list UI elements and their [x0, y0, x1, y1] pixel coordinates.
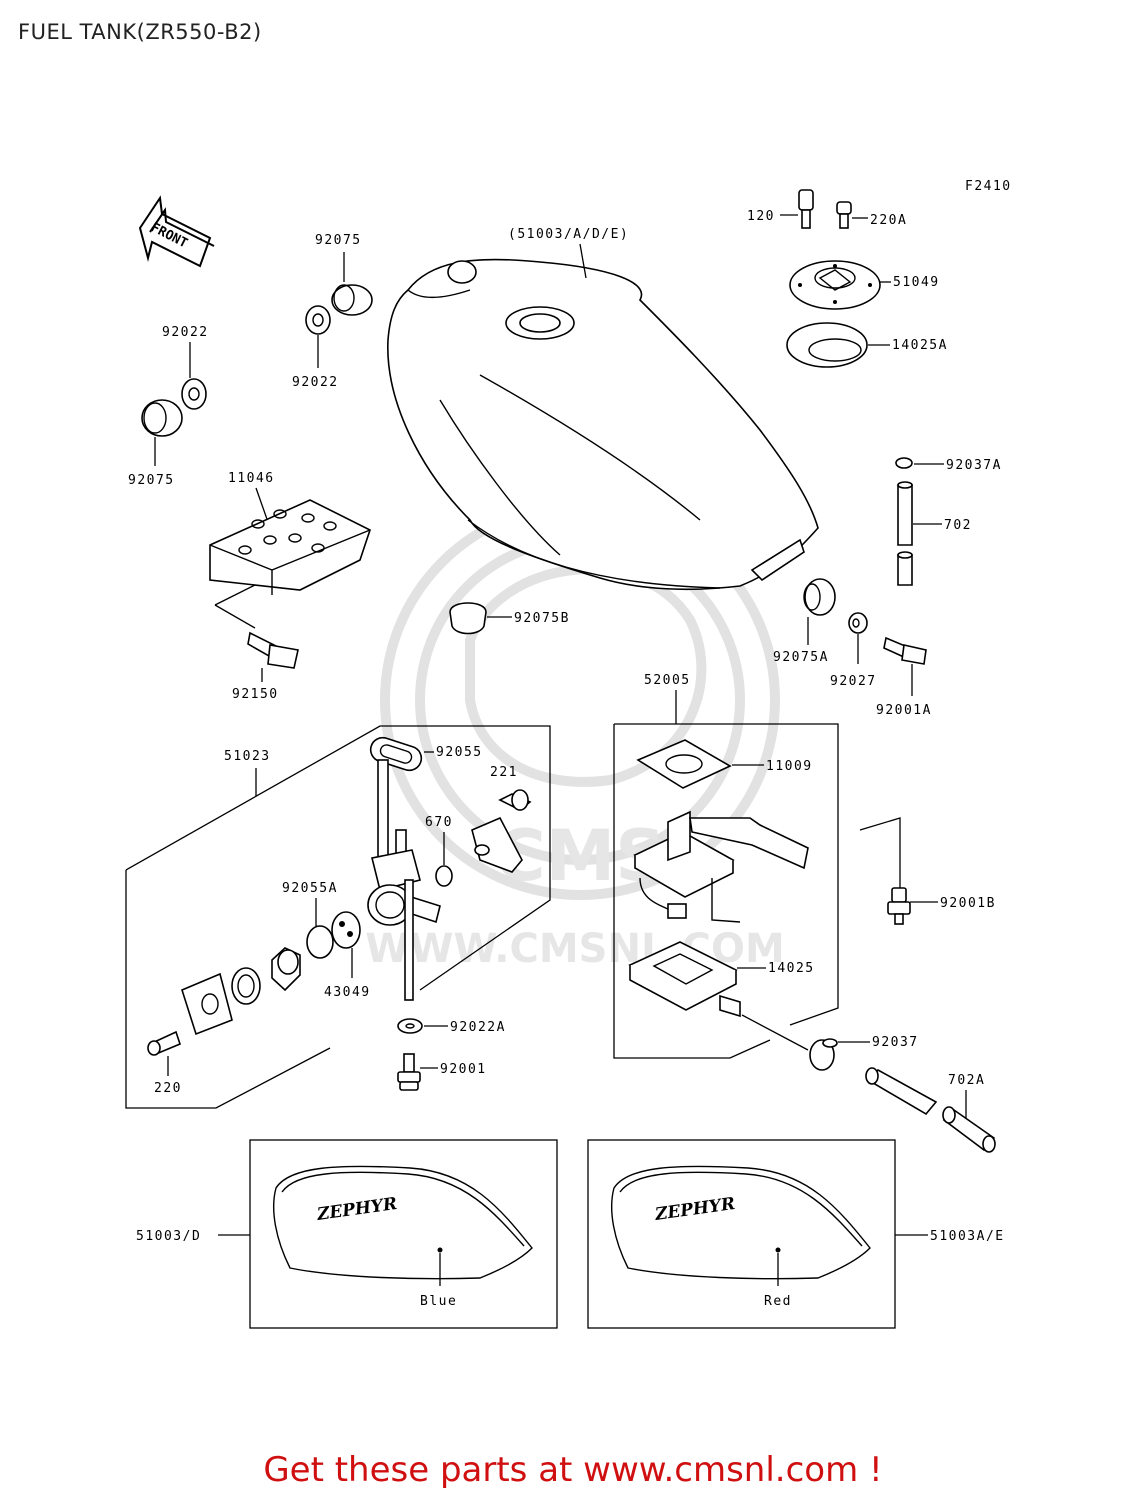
- grommet-92075-left: [141, 399, 183, 437]
- label-51003ade: (51003/A/D/E): [508, 227, 629, 242]
- promo-link[interactable]: Get these parts at www.cmsnl.com !: [263, 1450, 883, 1490]
- grommet-92075A: [803, 578, 836, 616]
- label-220: 220: [154, 1081, 182, 1096]
- hose-702: [897, 481, 913, 586]
- spring-washer: [231, 967, 261, 1005]
- plug-92075B: [449, 602, 487, 635]
- seal-43049: [331, 911, 361, 949]
- label-51023: 51023: [224, 749, 271, 764]
- variant-panel-blue: ZEPHYR Blue: [249, 1139, 558, 1329]
- label-52005: 52005: [644, 673, 691, 688]
- tank-logo-red: ZEPHYR: [653, 1194, 736, 1225]
- base-14025: [628, 941, 741, 1018]
- variant-color-blue: Blue: [420, 1294, 457, 1309]
- label-11009: 11009: [766, 759, 813, 774]
- cover-670: [471, 816, 523, 873]
- label-92037: 92037: [872, 1035, 919, 1050]
- label-11046: 11046: [228, 471, 275, 486]
- fuel-sensor: [633, 810, 809, 923]
- tank-logo-blue: ZEPHYR: [315, 1194, 398, 1225]
- petcock-body: [367, 759, 441, 1001]
- clip-92037: [809, 1038, 838, 1071]
- label-702A: 702A: [948, 1073, 985, 1088]
- label-92022A: 92022A: [450, 1020, 506, 1035]
- variant-color-red: Red: [764, 1294, 792, 1309]
- label-92055: 92055: [436, 745, 483, 760]
- label-92150: 92150: [232, 687, 279, 702]
- bolt-92001A: [883, 636, 927, 665]
- bolt-92150: [247, 631, 299, 669]
- label-14025: 14025: [768, 961, 815, 976]
- front-arrow-icon: FRONT: [138, 195, 215, 268]
- gasket-11009: [636, 739, 732, 789]
- label-43049: 43049: [324, 985, 371, 1000]
- petcock-lever: [271, 947, 301, 992]
- petcock-plate: [181, 972, 233, 1036]
- figure-code: F2410: [965, 179, 1012, 194]
- grommet-92075-top: [331, 284, 373, 316]
- label-92001B: 92001B: [940, 896, 996, 911]
- cap-base-14025A: [786, 322, 868, 368]
- label-120: 120: [747, 209, 775, 224]
- page-title: FUEL TANK(ZR550-B2): [18, 20, 262, 44]
- label-670: 670: [425, 815, 453, 830]
- hose-702A: [865, 1067, 996, 1153]
- bolt-120: [798, 189, 814, 229]
- label-221: 221: [490, 765, 518, 780]
- label-14025A: 14025A: [892, 338, 948, 353]
- label-92037A: 92037A: [946, 458, 1002, 473]
- label-92075A: 92075A: [773, 650, 829, 665]
- washer-92027: [848, 612, 868, 634]
- bracket-11046: [209, 499, 371, 595]
- fuel-cap-51049: [789, 260, 881, 310]
- label-51049: 51049: [893, 275, 940, 290]
- screw-221: [498, 789, 532, 811]
- label-220A: 220A: [870, 213, 907, 228]
- label-92075B: 92075B: [514, 611, 570, 626]
- variant-panel-red: ZEPHYR Red: [587, 1139, 896, 1329]
- label-92075-top: 92075: [315, 233, 362, 248]
- fuel-tank: [387, 258, 819, 591]
- label-51003A-E: 51003A/E: [930, 1229, 1005, 1244]
- washer-92022-top: [305, 305, 331, 335]
- label-92001A: 92001A: [876, 703, 932, 718]
- label-92027: 92027: [830, 674, 877, 689]
- label-92022-top: 92022: [292, 375, 339, 390]
- label-92055A: 92055A: [282, 881, 338, 896]
- oring-670: [435, 865, 453, 887]
- label-51003-D: 51003/D: [136, 1229, 201, 1244]
- clip-92037A: [895, 457, 913, 469]
- screw-220: [147, 1030, 181, 1056]
- bolt-92001: [397, 1053, 421, 1091]
- label-92075-left: 92075: [128, 473, 175, 488]
- oring-92055A: [306, 925, 334, 959]
- label-92001: 92001: [440, 1062, 487, 1077]
- bolt-92001B: [887, 887, 911, 925]
- label-702: 702: [944, 518, 972, 533]
- label-92022-left: 92022: [162, 325, 209, 340]
- washer-92022A: [397, 1018, 423, 1034]
- bolt-220A: [836, 201, 852, 229]
- washer-92022-left: [181, 378, 207, 410]
